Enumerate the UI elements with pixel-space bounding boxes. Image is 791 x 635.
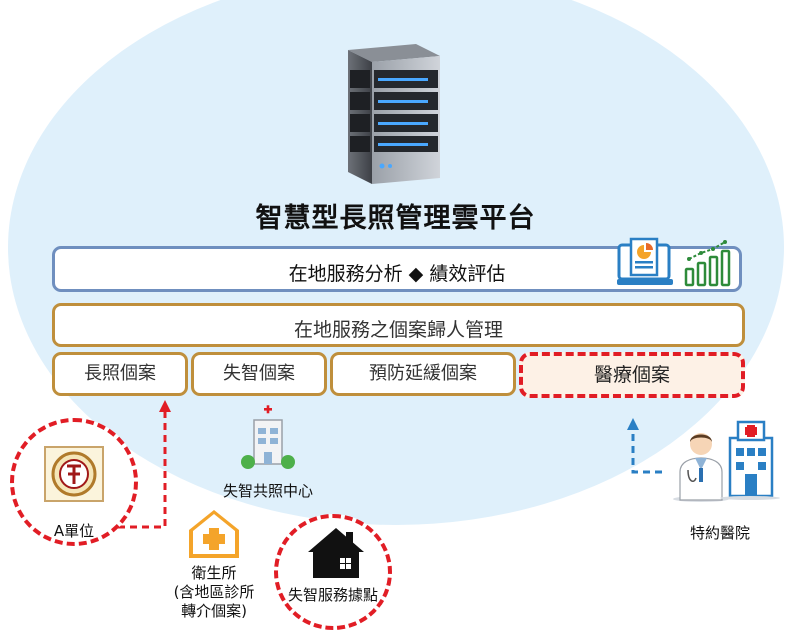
medical-cross-icon xyxy=(189,510,239,558)
case-box-longterm: 長照個案 xyxy=(52,352,188,396)
page-title: 智慧型長照管理雲平台 xyxy=(255,203,536,234)
bar-chart-icon xyxy=(684,240,731,287)
health-station-line-2: (含地區診所 xyxy=(173,583,255,601)
doctor-icon xyxy=(673,433,729,502)
health-station-line-3: 轉介個案) xyxy=(181,602,247,620)
dementia-point-circle: 失智服務據點 xyxy=(274,514,392,630)
server-icon xyxy=(348,44,440,184)
analysis-bar: 在地服務分析 ◆ 績效評估 xyxy=(52,237,742,292)
unit-a-label: A單位 xyxy=(53,522,95,540)
health-station-line-1: 衛生所 xyxy=(191,564,237,582)
case-box-medical: 醫療個案 xyxy=(519,352,745,398)
report-icon xyxy=(617,237,673,285)
seal-icon xyxy=(44,446,104,502)
contract-hospital-label: 特約醫院 xyxy=(689,524,750,542)
case-box-prevention: 預防延緩個案 xyxy=(330,352,516,396)
dementia-point-label: 失智服務據點 xyxy=(287,586,378,604)
management-bar: 在地服務之個案歸人管理 xyxy=(52,303,745,347)
management-bar-label: 在地服務之個案歸人管理 xyxy=(293,319,503,341)
case-box-dementia: 失智個案 xyxy=(191,352,327,396)
house-icon xyxy=(308,528,364,578)
analysis-bar-label: 在地服務分析 ◆ 績效評估 xyxy=(288,263,506,285)
unit-a-circle: A單位 xyxy=(10,418,138,546)
clinic-icon xyxy=(241,405,295,469)
dementia-center-label: 失智共照中心 xyxy=(222,482,313,500)
hospital-icon xyxy=(720,420,780,500)
